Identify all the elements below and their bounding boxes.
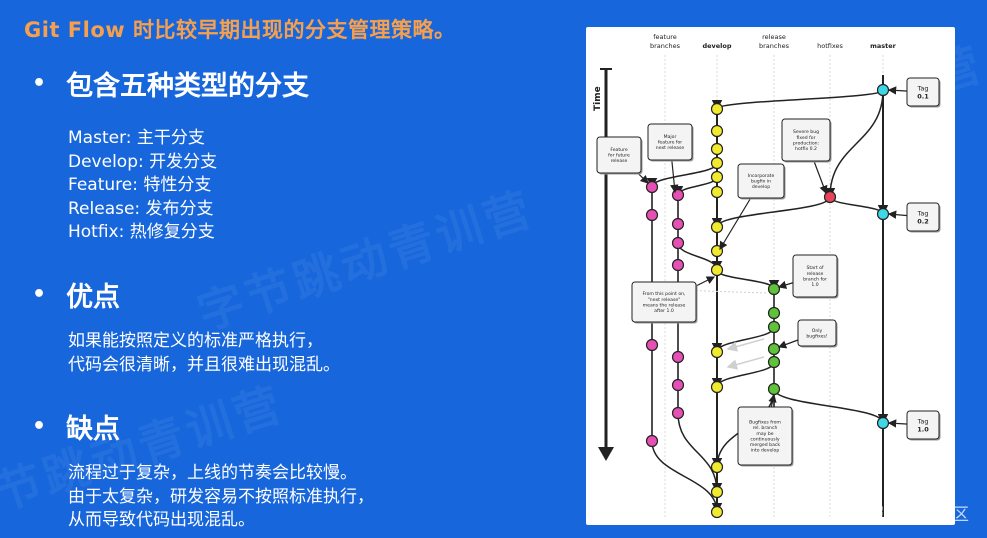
section-lines: 如果能按照定义的标准严格执行， 代码会很清晰，并且很难出现混乱。 xyxy=(68,330,340,377)
note-box-feature-future xyxy=(596,136,642,174)
section-line: Master: 主干分支 xyxy=(68,128,205,148)
hotfix-commit xyxy=(823,190,837,204)
note-box-only-bugfixes xyxy=(797,319,837,347)
section-heading: 优点 xyxy=(66,282,121,313)
develop-commit xyxy=(710,220,724,234)
develop-commit xyxy=(710,460,724,474)
column-label-hotfixes: hotfixes xyxy=(817,42,843,50)
develop-commit xyxy=(710,102,724,116)
release-commit xyxy=(767,306,781,320)
release-commit xyxy=(767,355,781,369)
merge-arrow-5 xyxy=(711,196,831,229)
column-label-master: master xyxy=(870,42,897,50)
feature-commit xyxy=(645,338,659,352)
note-box-start-release xyxy=(792,254,838,298)
section-branch-types: •包含五种类型的分支 Master: 主干分支 Develop: 开发分支 Fe… xyxy=(32,64,309,245)
section-line: Feature: 特性分支 xyxy=(68,175,212,195)
merge-arrow-3 xyxy=(824,89,884,199)
note-box-from-this-point xyxy=(631,281,697,323)
note-box-bugfixes-rel xyxy=(737,406,793,466)
merge-arrow-8 xyxy=(773,388,889,425)
corner-watermark: @稀土掘金技术社区 xyxy=(816,505,969,525)
feature-commit xyxy=(671,188,685,202)
merge-arrow-0 xyxy=(711,89,884,111)
feature-commit xyxy=(645,180,659,194)
merge-arrow-10 xyxy=(677,412,723,494)
merge-arrow-12 xyxy=(711,326,775,354)
column-label-develop: develop xyxy=(702,42,731,50)
merge-arrow-11 xyxy=(651,440,723,514)
feature-commit xyxy=(645,208,659,222)
time-axis-label: Time xyxy=(593,86,603,111)
feature-commit xyxy=(671,217,685,231)
develop-commit xyxy=(710,142,724,156)
note-box-incorporate xyxy=(737,163,785,199)
merge-arrow-13 xyxy=(711,361,775,389)
section-lines: Master: 主干分支 Develop: 开发分支 Feature: 特性分支… xyxy=(68,127,309,245)
section-line: 代码会很清晰，并且很难出现混乱。 xyxy=(68,354,340,375)
section-line: Develop: 开发分支 xyxy=(68,151,218,172)
master-commit xyxy=(876,83,890,97)
merge-arrow-7 xyxy=(716,269,780,291)
feature-commit xyxy=(671,406,685,420)
section-line: 流程过于复杂，上线的节奏会比较慢。 xyxy=(68,463,357,483)
section-lines: 流程过于复杂，上线的节奏会比较慢。 由于太复杂，研发容易不按照标准执行， 从而导… xyxy=(68,462,374,533)
release-commit xyxy=(767,342,781,356)
time-axis-arrow-icon xyxy=(598,447,614,461)
note-box-major-feature xyxy=(647,123,693,161)
master-commit xyxy=(876,416,890,430)
gray-arrow xyxy=(726,356,765,370)
develop-commit xyxy=(710,485,724,499)
feature-commit xyxy=(671,258,685,272)
section-line: Hotfix: 热修复分支 xyxy=(68,222,215,242)
section-heading: 缺点 xyxy=(66,414,121,445)
section-line: Release: 发布分支 xyxy=(68,198,214,219)
note-box-tag01 xyxy=(906,77,940,107)
feature-commit xyxy=(671,350,685,364)
develop-commit xyxy=(710,505,724,519)
page-title: Git Flow 时比较早期出现的分支管理策略。 xyxy=(24,18,456,42)
note-box-tag10 xyxy=(906,410,940,440)
develop-commit xyxy=(710,345,724,359)
develop-commit xyxy=(710,124,724,138)
section-cons: •缺点 流程过于复杂，上线的节奏会比较慢。 由于太复杂，研发容易不按照标准执行，… xyxy=(32,407,374,533)
note-box-severe-bug xyxy=(781,118,831,162)
feature-commit xyxy=(671,236,685,250)
develop-commit xyxy=(710,156,724,170)
release-commit xyxy=(767,282,781,296)
section-line: 从而导致代码出现混乱。 xyxy=(68,510,255,530)
develop-commit xyxy=(710,380,724,394)
master-commit xyxy=(876,207,890,221)
gray-arrow xyxy=(726,338,765,352)
section-heading: 包含五种类型的分支 xyxy=(66,71,310,102)
release-commit xyxy=(767,320,781,334)
section-line: 由于太复杂，研发容易不按照标准执行， xyxy=(68,486,374,507)
feature-commit xyxy=(671,378,685,392)
section-line: 如果能按照定义的标准严格执行， xyxy=(68,331,323,351)
note-box-tag02 xyxy=(906,202,940,232)
note-text-from-this-point: From this point on,"next release"means t… xyxy=(642,291,686,314)
release-commit xyxy=(767,382,781,396)
develop-commit xyxy=(710,170,724,184)
merge-arrow-4 xyxy=(829,196,889,216)
develop-commit xyxy=(710,185,724,199)
develop-commit xyxy=(710,263,724,277)
feature-commit xyxy=(645,434,659,448)
section-pros: •优点 如果能按照定义的标准严格执行， 代码会很清晰，并且很难出现混乱。 xyxy=(32,275,340,377)
